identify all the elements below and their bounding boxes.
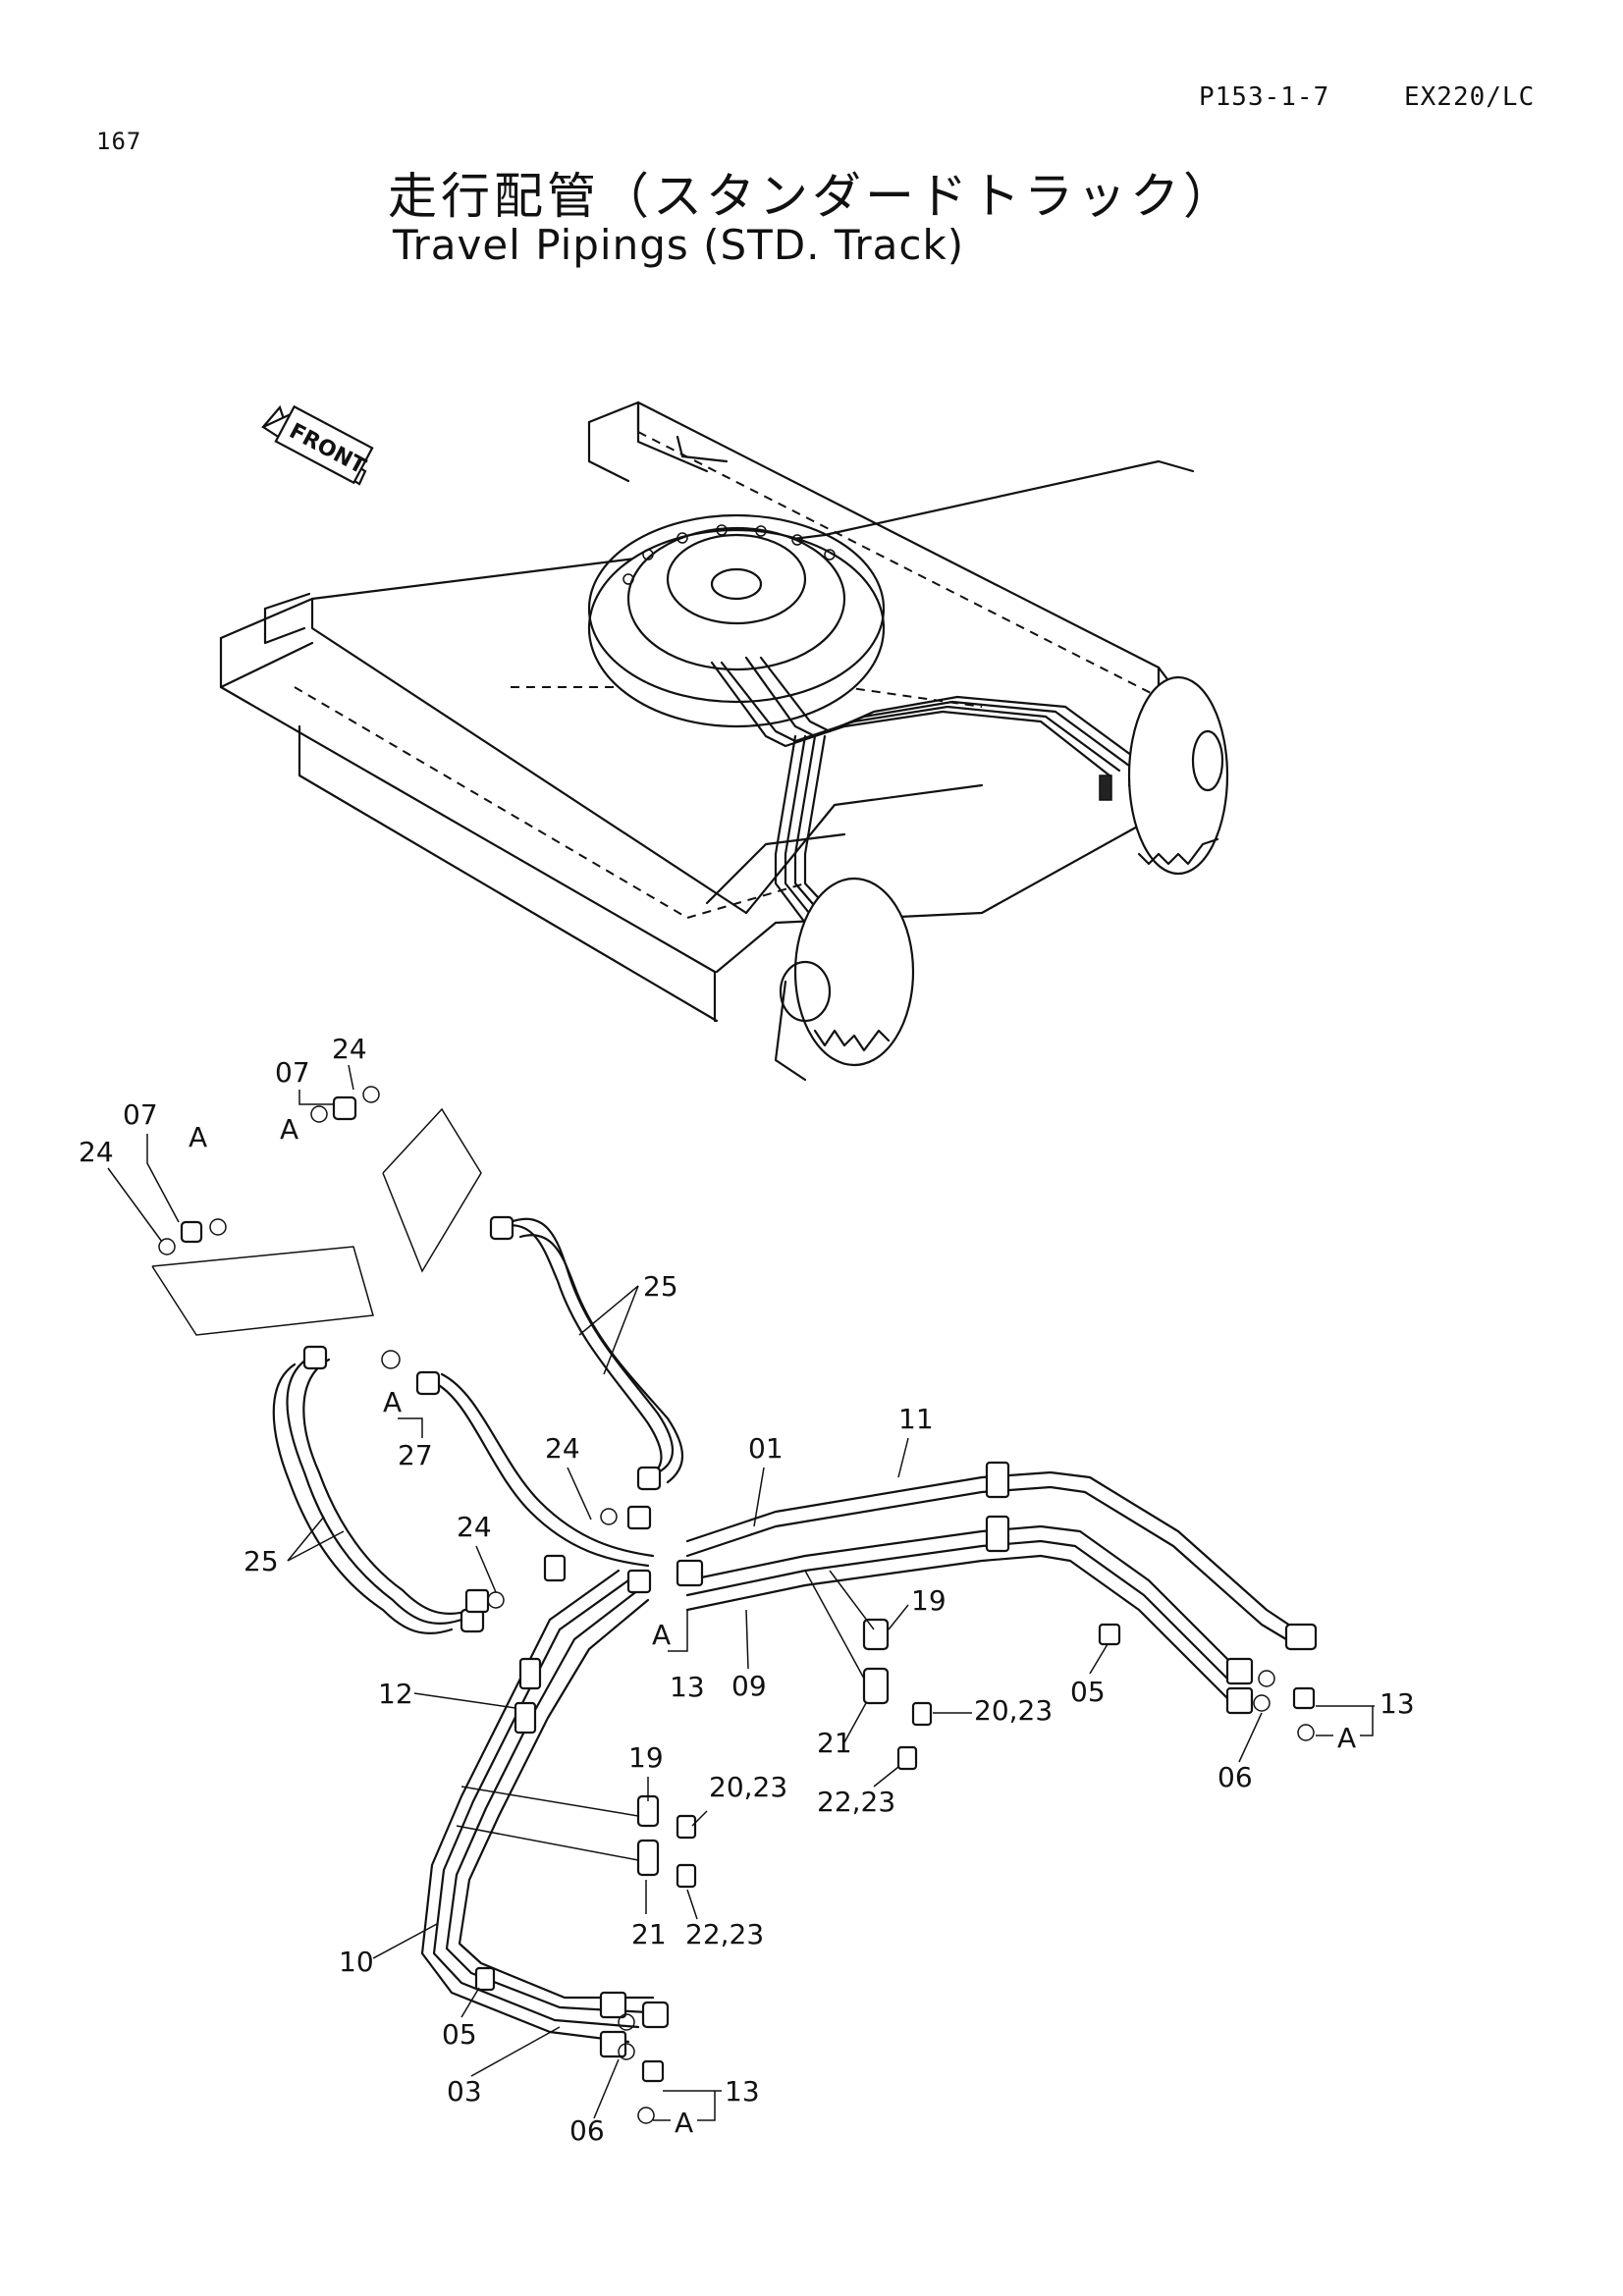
swing-bearing [587,513,886,728]
title-japanese: 走行配管（スタンダードトラック） [388,168,1236,225]
callout-05: 05 [442,2018,477,2051]
clamp-assembly-right [804,1570,1316,1771]
track-frame [219,400,1219,1082]
callout-a: A [189,1121,207,1153]
callout-13: 13 [725,2075,760,2108]
fittings-top [151,1086,482,1336]
callout-21: 21 [631,1918,667,1950]
callout-24: 24 [332,1033,367,1065]
callout-27: 27 [398,1439,433,1471]
callout-06: 06 [1217,1761,1253,1793]
callout-22-23: 22,23 [817,1786,895,1818]
callouts: 07 24 A 07 A 24 25 A 27 24 25 24 01 11 A… [79,1033,1415,2147]
callout-20-23: 20,23 [709,1771,787,1803]
pipe-01-11-09 [685,1461,1318,1715]
callout-25: 25 [243,1545,279,1577]
callout-01: 01 [748,1432,784,1465]
callout-a: A [280,1113,298,1146]
page-number: 167 [96,128,142,155]
pipe-12-10-03 [420,1569,670,2058]
callout-05: 05 [1070,1676,1106,1708]
callout-07: 07 [275,1056,310,1089]
callout-13: 13 [670,1671,705,1703]
sprocket-front [779,877,915,1067]
callout-a: A [675,2107,693,2139]
part-code: P153-1-7 [1199,82,1330,112]
callout-21: 21 [817,1727,852,1759]
callout-24: 24 [545,1432,580,1465]
callout-25: 25 [643,1270,678,1303]
front-direction-arrow: FRONT [261,404,374,486]
callout-07: 07 [123,1098,158,1131]
hose-25-right [489,1215,684,1491]
hose-27 [381,1350,655,1568]
hose-25-left [272,1345,485,1634]
clamp-assembly-left [456,1786,697,2124]
model-number: EX220/LC [1404,82,1536,112]
callout-10: 10 [339,1946,374,1978]
callout-a: A [383,1386,402,1418]
callout-11: 11 [898,1403,934,1435]
callout-19: 19 [911,1584,947,1617]
callout-19: 19 [628,1741,664,1774]
sprocket-rear [1127,675,1229,876]
callout-24: 24 [457,1511,492,1543]
callout-a: A [1337,1722,1356,1754]
callout-a: A [652,1619,671,1651]
callout-09: 09 [731,1670,767,1702]
callout-03: 03 [447,2075,482,2108]
callout-12: 12 [378,1678,413,1710]
callout-22-23: 22,23 [685,1918,764,1950]
center-fittings [464,1505,704,1614]
callout-20-23: 20,23 [974,1694,1053,1727]
title-english: Travel Pipings (STD. Track) [393,221,965,269]
callout-24: 24 [79,1136,114,1168]
callout-06: 06 [569,2114,605,2147]
callout-13: 13 [1380,1687,1415,1720]
